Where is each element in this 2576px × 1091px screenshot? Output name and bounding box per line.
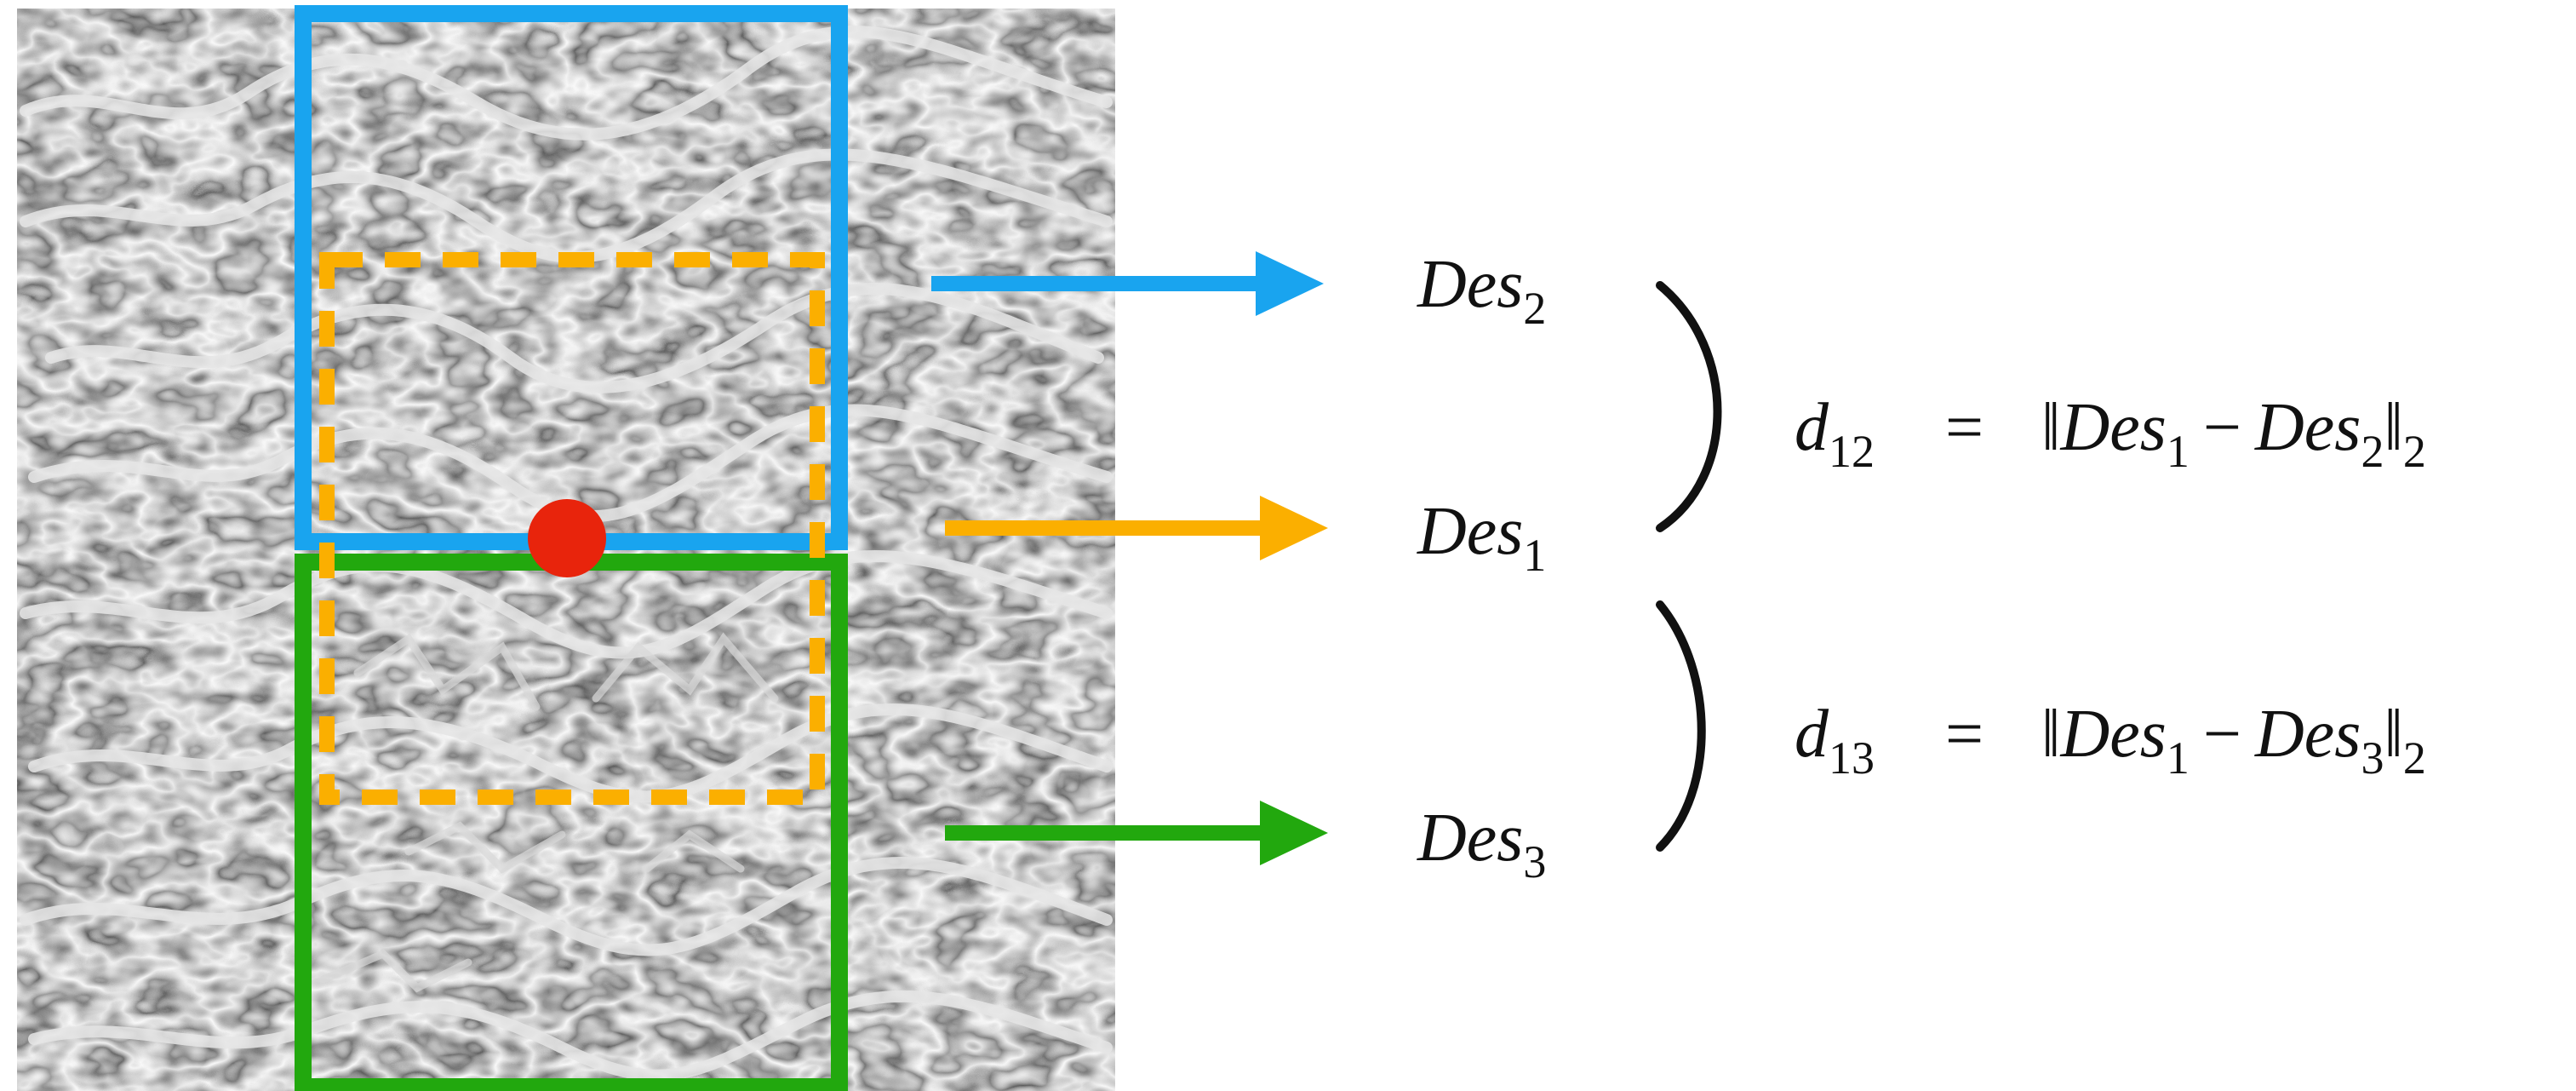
eq-d12-term1: Des xyxy=(2059,390,2166,465)
eq-d12-norm-close: ‖ xyxy=(2384,390,2402,465)
arrow-orange xyxy=(945,496,1328,560)
label-des3-sub: 3 xyxy=(1523,836,1546,887)
svg-text:d13: d13 xyxy=(1795,697,1875,784)
svg-text:Des3: Des3 xyxy=(1417,801,1546,887)
svg-text:Des2: Des2 xyxy=(1417,247,1546,334)
eq-d13-term1: Des xyxy=(2059,697,2166,772)
eq-d12-minus: − xyxy=(2203,390,2241,465)
eq-d13-minus: − xyxy=(2203,697,2241,772)
eq-d12-equals: = xyxy=(1945,390,1984,465)
label-des1-sub: 1 xyxy=(1523,530,1546,581)
eq-d13-term2-sub: 3 xyxy=(2361,732,2384,784)
eq-d13-lhs: d xyxy=(1795,697,1829,772)
eq-d13-equals: = xyxy=(1945,697,1984,772)
bracket-top xyxy=(1656,281,1722,532)
label-des1-base: Des xyxy=(1417,494,1523,569)
label-des3: Des3 xyxy=(1417,801,1546,887)
eq-d13-norm-sub: 2 xyxy=(2403,732,2426,784)
equation-d12: d12 = ‖Des1−Des2‖2 xyxy=(1795,390,2426,477)
label-des2-base: Des xyxy=(1417,247,1523,322)
label-des1: Des1 xyxy=(1417,494,1546,581)
eq-d12-term1-sub: 1 xyxy=(2167,426,2190,477)
eq-d12-term2-sub: 2 xyxy=(2361,426,2384,477)
eq-d13-norm-close: ‖ xyxy=(2384,697,2402,772)
label-des2-sub: 2 xyxy=(1523,283,1546,334)
bracket-bottom xyxy=(1656,600,1706,852)
svg-text:‖Des1−Des2‖2: ‖Des1−Des2‖2 xyxy=(2041,390,2426,477)
eq-d12-term2: Des xyxy=(2254,390,2361,465)
svg-text:Des1: Des1 xyxy=(1417,494,1546,581)
patch-box-orange-dashed xyxy=(319,252,825,805)
arrow-green xyxy=(945,801,1328,865)
keypoint-dot xyxy=(528,499,606,577)
eq-d12-lhs-sub: 12 xyxy=(1829,426,1875,477)
svg-text:d12: d12 xyxy=(1795,390,1875,477)
texture-image xyxy=(17,9,1115,1091)
equation-d13: d13 = ‖Des1−Des3‖2 xyxy=(1795,697,2426,784)
eq-d13-lhs-sub: 13 xyxy=(1829,732,1875,784)
eq-d13-term2: Des xyxy=(2254,697,2361,772)
label-des2: Des2 xyxy=(1417,247,1546,334)
eq-d13-term1-sub: 1 xyxy=(2167,732,2190,784)
eq-d12-norm-open: ‖ xyxy=(2041,390,2060,465)
eq-d13-norm-open: ‖ xyxy=(2041,697,2060,772)
label-des3-base: Des xyxy=(1417,801,1523,876)
eq-d12-lhs: d xyxy=(1795,390,1829,465)
arrow-blue xyxy=(931,251,1324,316)
eq-d12-norm-sub: 2 xyxy=(2403,426,2426,477)
svg-text:‖Des1−Des3‖2: ‖Des1−Des3‖2 xyxy=(2041,697,2426,784)
